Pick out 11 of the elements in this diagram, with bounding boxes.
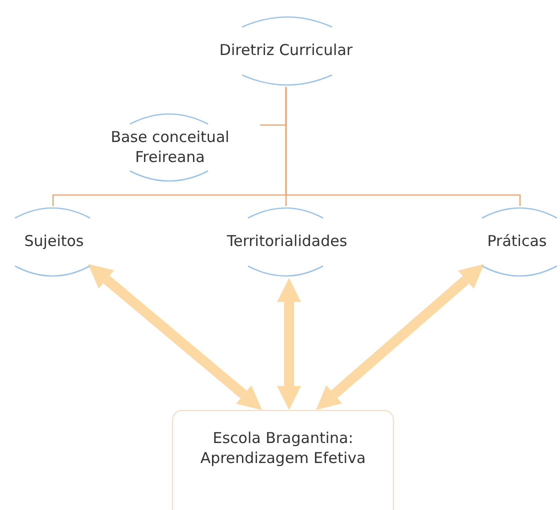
node-label: Escola Bragantina: Aprendizagem Efetiva bbox=[199, 429, 367, 468]
connector-line bbox=[285, 87, 521, 206]
node-label: Práticas bbox=[486, 232, 548, 252]
double-arrow bbox=[277, 278, 301, 410]
double-arrow bbox=[88, 264, 262, 410]
node-label: Base conceitual Freireana bbox=[110, 128, 230, 167]
rounded-box bbox=[172, 410, 394, 510]
double-arrow bbox=[316, 264, 484, 410]
node-label: Territorialidades bbox=[226, 232, 348, 252]
node-label: Sujeitos bbox=[23, 232, 85, 252]
node-label: Diretriz Curricular bbox=[218, 41, 354, 61]
